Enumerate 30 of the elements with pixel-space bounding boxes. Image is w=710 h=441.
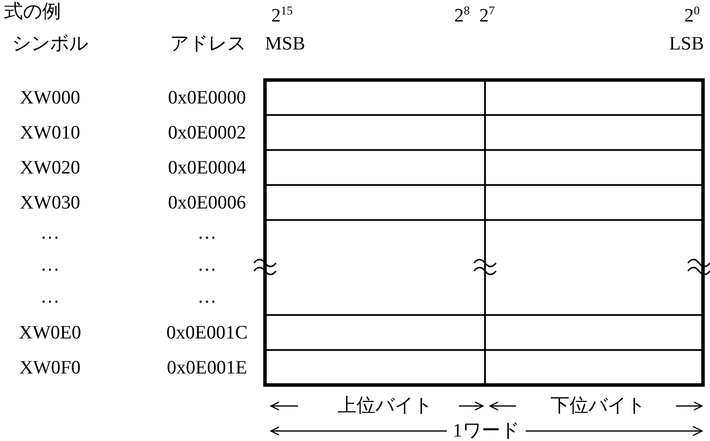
label-text: シンボル bbox=[12, 34, 88, 54]
label-text: XW0E0 bbox=[18, 324, 82, 342]
label-text: … bbox=[198, 256, 216, 274]
label-text: 0x0E0004 bbox=[168, 158, 246, 178]
label-text: XW000 bbox=[20, 88, 80, 108]
label-text: 2$^{15}$ bbox=[271, 6, 293, 26]
label-text: XW0F0 bbox=[19, 358, 81, 378]
label-text: … bbox=[198, 224, 216, 242]
label-text: 0x0E001C bbox=[166, 324, 248, 342]
label-text: … bbox=[198, 288, 216, 306]
label-text: 0x0E0006 bbox=[168, 194, 246, 212]
label-text: 2$^{0}$ bbox=[684, 6, 700, 26]
label-text: … bbox=[40, 224, 60, 242]
label-text: 1ワード bbox=[446, 422, 526, 440]
label-text: アドレス bbox=[170, 34, 246, 54]
label-text: 0x0E0000 bbox=[168, 88, 246, 108]
label-text: 下位バイト bbox=[550, 396, 646, 416]
label-text: 0x0E001E bbox=[166, 358, 248, 378]
label-text: 2$^{7}$ bbox=[479, 6, 495, 26]
label-text: 2$^{8}$ bbox=[454, 6, 470, 26]
label-text: 上位バイト bbox=[338, 396, 432, 416]
label-text: XW020 bbox=[20, 158, 80, 178]
label-text: 式の例 bbox=[4, 2, 61, 22]
label-text: … bbox=[40, 288, 60, 306]
label-text: … bbox=[40, 256, 60, 274]
label-text: XW030 bbox=[20, 194, 80, 212]
label-text: 0x0E0002 bbox=[168, 124, 246, 142]
label-text: XW010 bbox=[20, 124, 80, 142]
label-text: LSB bbox=[669, 34, 704, 54]
label-text: MSB bbox=[265, 34, 306, 54]
